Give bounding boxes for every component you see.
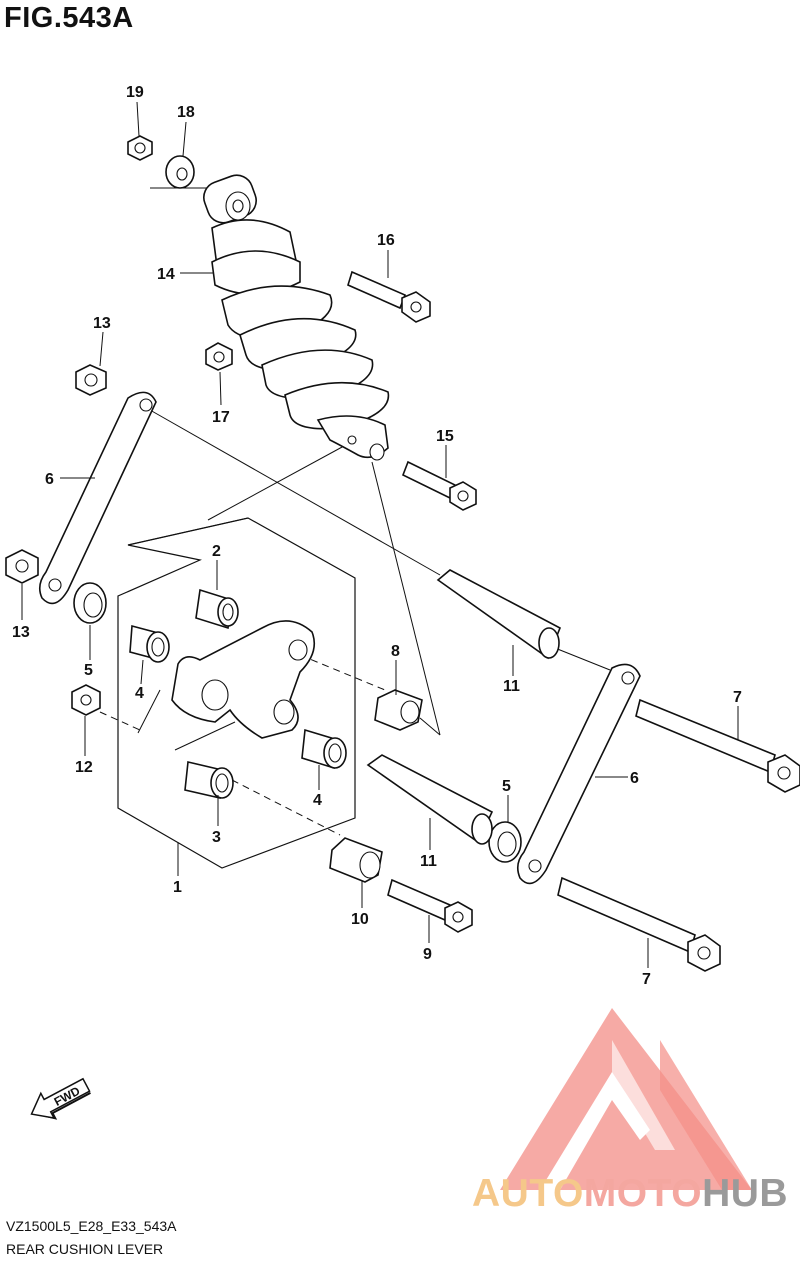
reference-code: VZ1500L5_E28_E33_543A [6, 1218, 177, 1234]
watermark-moto: MOTO [583, 1172, 703, 1215]
part-13-nut-upper[interactable] [75, 364, 107, 396]
part-12-nut[interactable] [71, 684, 101, 716]
callout-13-lower: 13 [12, 624, 30, 641]
part-14-shock-absorber[interactable] [199, 171, 390, 461]
callout-19: 19 [126, 84, 144, 101]
part-4-bearing-right[interactable] [301, 728, 347, 770]
part-17-nut[interactable] [205, 342, 233, 371]
callout-16: 16 [377, 232, 395, 249]
watermark-text: AUTOMOTOHUB [472, 1172, 788, 1216]
part-11-spacer-upper[interactable] [436, 569, 562, 660]
forward-direction-arrow: FWD [30, 1077, 91, 1120]
centerline [419, 717, 441, 736]
part-6-link-right[interactable] [516, 663, 641, 885]
centerline [149, 409, 441, 576]
part-10-collar[interactable] [329, 837, 383, 883]
callout-10: 10 [351, 911, 369, 928]
figure-title: FIG.543A [4, 2, 134, 34]
part-18-washer[interactable] [165, 155, 195, 189]
watermark-hub: HUB [702, 1172, 789, 1215]
watermark-auto: AUTO [472, 1172, 584, 1215]
part-5-seal-right[interactable] [488, 821, 522, 863]
callout-12: 12 [75, 759, 93, 776]
callout-2: 2 [212, 543, 221, 560]
part-11-spacer-lower[interactable] [366, 754, 494, 845]
assembly-inner-line [174, 721, 236, 751]
leader-4a [140, 659, 144, 685]
callout-6-left: 6 [45, 471, 54, 488]
callout-9: 9 [423, 946, 432, 963]
centerline [371, 461, 441, 736]
part-15-bolt[interactable] [401, 460, 477, 511]
leader-19 [136, 101, 140, 137]
part-16-bolt[interactable] [347, 270, 431, 323]
dashed-centerline [299, 654, 386, 691]
leader-17 [219, 371, 222, 406]
callout-11-upper: 11 [503, 678, 520, 695]
callout-7-upper: 7 [733, 689, 742, 706]
assembly-inner-line [137, 689, 161, 734]
part-7-bolt-upper[interactable] [635, 698, 800, 793]
part-4-bearing-left[interactable] [129, 624, 170, 663]
callout-13-upper: 13 [93, 315, 111, 332]
callout-3: 3 [212, 829, 221, 846]
part-19-nut[interactable] [127, 135, 153, 161]
lever-assembly-frame [117, 517, 356, 869]
callout-6-right: 6 [630, 770, 639, 787]
part-2-bearing[interactable] [195, 588, 239, 630]
callout-17: 17 [212, 409, 230, 426]
part-8-collar[interactable] [374, 689, 423, 731]
centerline [207, 439, 356, 521]
callout-14: 14 [157, 266, 175, 283]
callout-8: 8 [391, 643, 400, 660]
callout-15: 15 [436, 428, 454, 445]
diagram-title: REAR CUSHION LEVER [6, 1241, 164, 1257]
callout-4-right: 4 [313, 792, 322, 809]
callout-4-left: 4 [135, 685, 144, 702]
part-7-bolt-lower[interactable] [557, 876, 721, 972]
dashed-centerline [231, 779, 341, 836]
leader-13a [99, 331, 104, 367]
watermark-logo-icon [500, 1008, 752, 1190]
callout-1: 1 [173, 879, 182, 896]
callout-5-right: 5 [502, 778, 511, 795]
callout-11-lower: 11 [420, 853, 437, 870]
assembly-inner-line [127, 517, 249, 546]
centerline [554, 647, 611, 671]
part-5-seal-left[interactable] [73, 582, 107, 624]
part-9-bolt[interactable] [387, 878, 473, 933]
callout-7-lower: 7 [642, 971, 651, 988]
leader-18 [182, 121, 187, 157]
part-13-nut-lower[interactable] [5, 549, 39, 584]
part-1-cushion-lever[interactable] [171, 620, 316, 739]
part-6-link-left[interactable] [38, 391, 157, 605]
dashed-centerline [99, 711, 141, 731]
callout-18: 18 [177, 104, 195, 121]
callout-5-left: 5 [84, 662, 93, 679]
part-3-bearing[interactable] [184, 761, 234, 799]
